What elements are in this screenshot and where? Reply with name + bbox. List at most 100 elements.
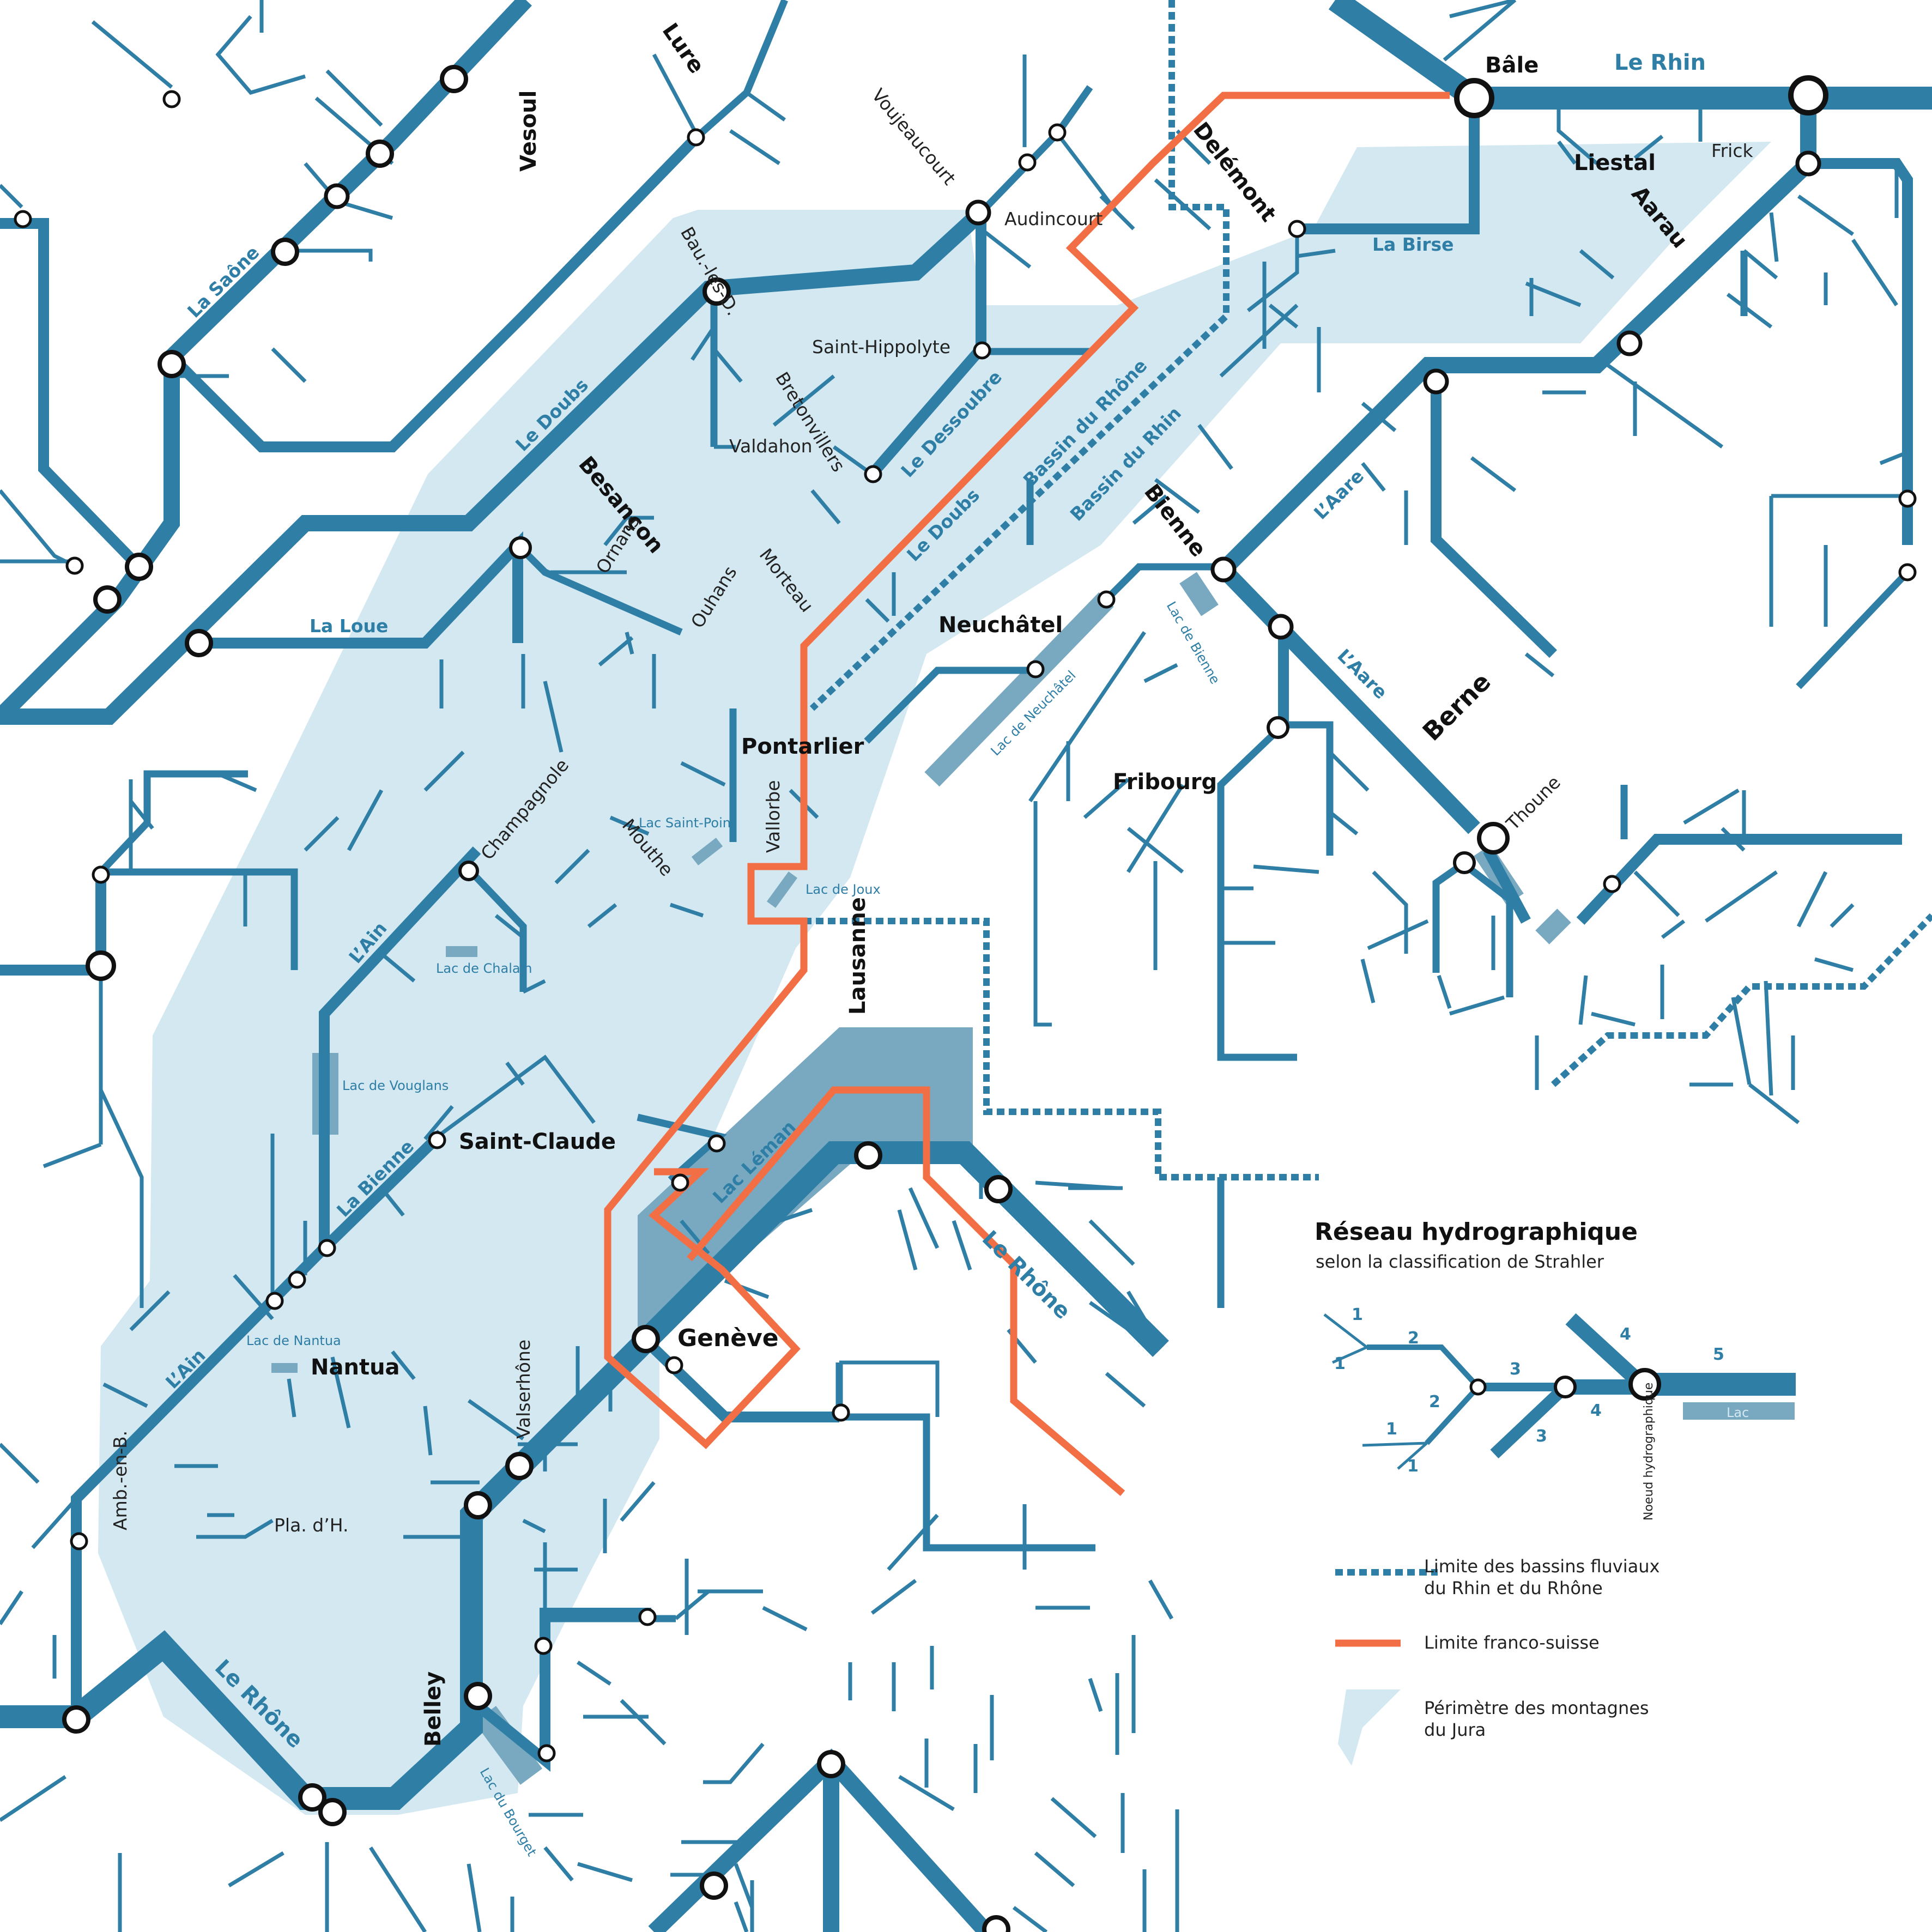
node-st-hippolyte [973, 341, 991, 360]
legend-node-mid [1554, 1376, 1577, 1398]
label-voujeaucourt: Voujeaucourt [868, 84, 960, 189]
label-lac-joux: Lac de Joux [805, 882, 881, 897]
lac-saint-point-shape [691, 838, 723, 865]
node-audincourt [965, 199, 991, 226]
node-leman-2 [671, 1173, 689, 1192]
node-aare-1 [1616, 330, 1643, 356]
ognon-river [167, 132, 702, 452]
node-geneve [632, 1325, 660, 1353]
label-lure: Lure [657, 19, 710, 78]
node-bretonvillers [864, 465, 882, 483]
saone-river [0, 0, 532, 723]
trib-fri-e [1283, 721, 1334, 856]
label-geneve: Genève [677, 1324, 779, 1352]
lac-bienne-shape [1179, 572, 1219, 616]
legend-num-1c: 1 [1386, 1420, 1397, 1439]
legend-o3-b [1490, 1383, 1570, 1458]
label-thoune: Thoune [1501, 772, 1565, 835]
legend-order-numbers: 1 1 2 1 1 2 3 3 4 4 5 [1334, 1305, 1724, 1476]
label-audincourt: Audincourt [1004, 208, 1103, 229]
node-rhone-w2 [298, 1783, 326, 1812]
legend-lake-swatch [1683, 1402, 1795, 1420]
ain-west [0, 872, 106, 976]
border-line-leman [687, 1086, 1125, 1496]
trib-west1 [98, 770, 248, 875]
legend-lac-label: Lac [1727, 1405, 1749, 1420]
label-berne: Berne [1417, 667, 1497, 746]
node-bienne-2 [1097, 590, 1116, 609]
hydro-nodes [14, 65, 1917, 1932]
node-ain-w [92, 865, 110, 884]
legend-o1-b [1331, 1346, 1368, 1364]
label-fribourg: Fribourg [1113, 770, 1217, 795]
label-lac-vouglans: Lac de Vouglans [342, 1078, 449, 1093]
node-rhone-val [984, 1175, 1013, 1203]
node-nantua-2 [265, 1292, 284, 1310]
node-saone-7 [93, 585, 122, 614]
legend-node-big [1628, 1368, 1661, 1401]
node-rhin-east [1788, 75, 1828, 116]
node-reuss-1 [1898, 489, 1917, 508]
label-loue: La Loue [310, 615, 388, 637]
label-vesoul: Vesoul [516, 90, 541, 172]
trib-bern-s [1432, 861, 1465, 973]
node-saint-claude [428, 1131, 446, 1149]
label-valdahon: Valdahon [729, 435, 813, 457]
label-lac-nantua: Lac de Nantua [246, 1333, 341, 1348]
label-lausanne: Lausanne [845, 897, 870, 1015]
birse-river [1297, 98, 1480, 234]
label-saint-hippolyte: Saint-Hippolyte [812, 336, 950, 358]
node-berne-n [1268, 614, 1294, 640]
node-thoune [1477, 822, 1510, 855]
node-left [14, 210, 32, 228]
label-amberieu: Amb.-en-B. [110, 1431, 131, 1530]
label-frick: Frick [1711, 140, 1753, 161]
legend: Réseau hydrographique selon la classific… [1315, 1218, 1796, 1766]
node-saone-6 [125, 553, 153, 581]
node-isere [817, 1750, 845, 1778]
legend-o1-d [1397, 1442, 1428, 1470]
label-bale: Bâle [1485, 53, 1539, 78]
label-rhin: Le Rhin [1614, 50, 1706, 75]
node-ornans [509, 536, 532, 559]
lac-joux-shape [766, 871, 798, 908]
legend-limite-bassins-1: Limite des bassins fluviaux [1424, 1556, 1660, 1577]
legend-num-1d: 1 [1407, 1457, 1419, 1476]
legend-limite-fs: Limite franco-suisse [1424, 1632, 1600, 1653]
trib-west2 [101, 868, 298, 970]
legend-num-5: 5 [1713, 1345, 1724, 1364]
node-bale [1454, 78, 1494, 118]
node-delemont [1288, 220, 1306, 238]
basin-divide-line-east [1551, 913, 1932, 1087]
node-aarau [1795, 150, 1821, 177]
trib-fribourg [1217, 722, 1297, 1061]
node-reuss-2 [1898, 563, 1917, 582]
label-liestal: Liestal [1574, 150, 1656, 175]
legend-node-small [1469, 1378, 1487, 1396]
trib-thoune [1461, 861, 1513, 997]
legend-num-3a: 3 [1510, 1360, 1521, 1379]
legend-num-3b: 3 [1536, 1427, 1547, 1446]
trib-n1 [695, 0, 789, 139]
emme-river [1431, 381, 1557, 658]
node-rhone-s2 [534, 1637, 553, 1655]
legend-o1-a [1323, 1313, 1368, 1348]
rhone-south [648, 1748, 993, 1932]
node-fribourg [1267, 716, 1289, 739]
node-leman-1 [707, 1134, 726, 1153]
label-pontarlier: Pontarlier [741, 734, 864, 759]
label-belley: Belley [421, 1671, 446, 1747]
node-doubs-n1 [1018, 153, 1037, 172]
basin-divide-line-north [809, 0, 1230, 711]
label-plateau: Pla. d’H. [274, 1515, 348, 1536]
node-saone-4 [271, 238, 299, 266]
label-delemont: Delémont [1188, 118, 1281, 227]
legend-strahler-diagram [1323, 1313, 1796, 1470]
node-baume [702, 277, 731, 306]
trib-gen2 [839, 1413, 1095, 1552]
node-saone-5 [158, 350, 186, 378]
upper-east-river [1576, 834, 1902, 925]
node-rhone-s1 [464, 1491, 492, 1519]
